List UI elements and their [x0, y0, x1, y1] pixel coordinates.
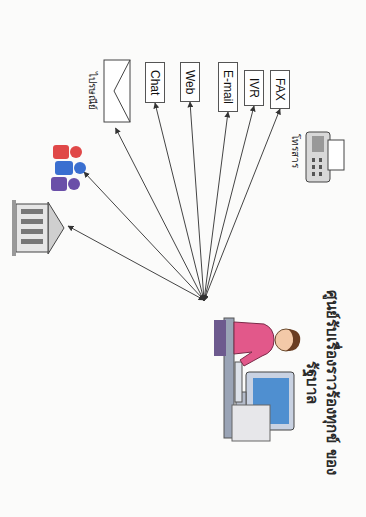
- people-icon: [51, 145, 86, 191]
- channel-box: IVR: [244, 70, 264, 106]
- fax-icon: [306, 132, 344, 182]
- channel-box: E-mail: [218, 62, 238, 112]
- connector-arrow: [204, 106, 254, 301]
- channel-box: FAX: [270, 70, 290, 109]
- channel-label: ไปรษณีย์: [85, 54, 100, 128]
- envelope-outline: [102, 54, 132, 128]
- center-title: ศูนย์รับเรื่องราวร้องทุกข์ ของรัฐบาล: [302, 285, 343, 480]
- channel-label: Web: [183, 70, 197, 94]
- channel-label: IVR: [247, 78, 261, 98]
- connector-arrow: [204, 112, 228, 301]
- channel-label: E-mail: [221, 70, 235, 104]
- channel-label: Chat: [148, 70, 162, 95]
- connector-arrow: [204, 109, 280, 301]
- building-icon: [12, 200, 64, 256]
- mail-envelope: ไปรษณีย์: [85, 54, 132, 128]
- channel-box: Chat: [145, 62, 165, 103]
- center-hub: ศูนย์รับเรื่องราวร้องทุกข์ ของรัฐบาล: [204, 285, 342, 480]
- channel-box: Web: [180, 62, 200, 102]
- person-computer-icon: [214, 318, 300, 441]
- connector-arrow: [155, 103, 204, 301]
- icon-label: โทรสาร: [288, 134, 303, 168]
- extra-lines: [68, 172, 204, 300]
- channel-label: FAX: [273, 78, 287, 101]
- connector-arrow: [116, 128, 204, 301]
